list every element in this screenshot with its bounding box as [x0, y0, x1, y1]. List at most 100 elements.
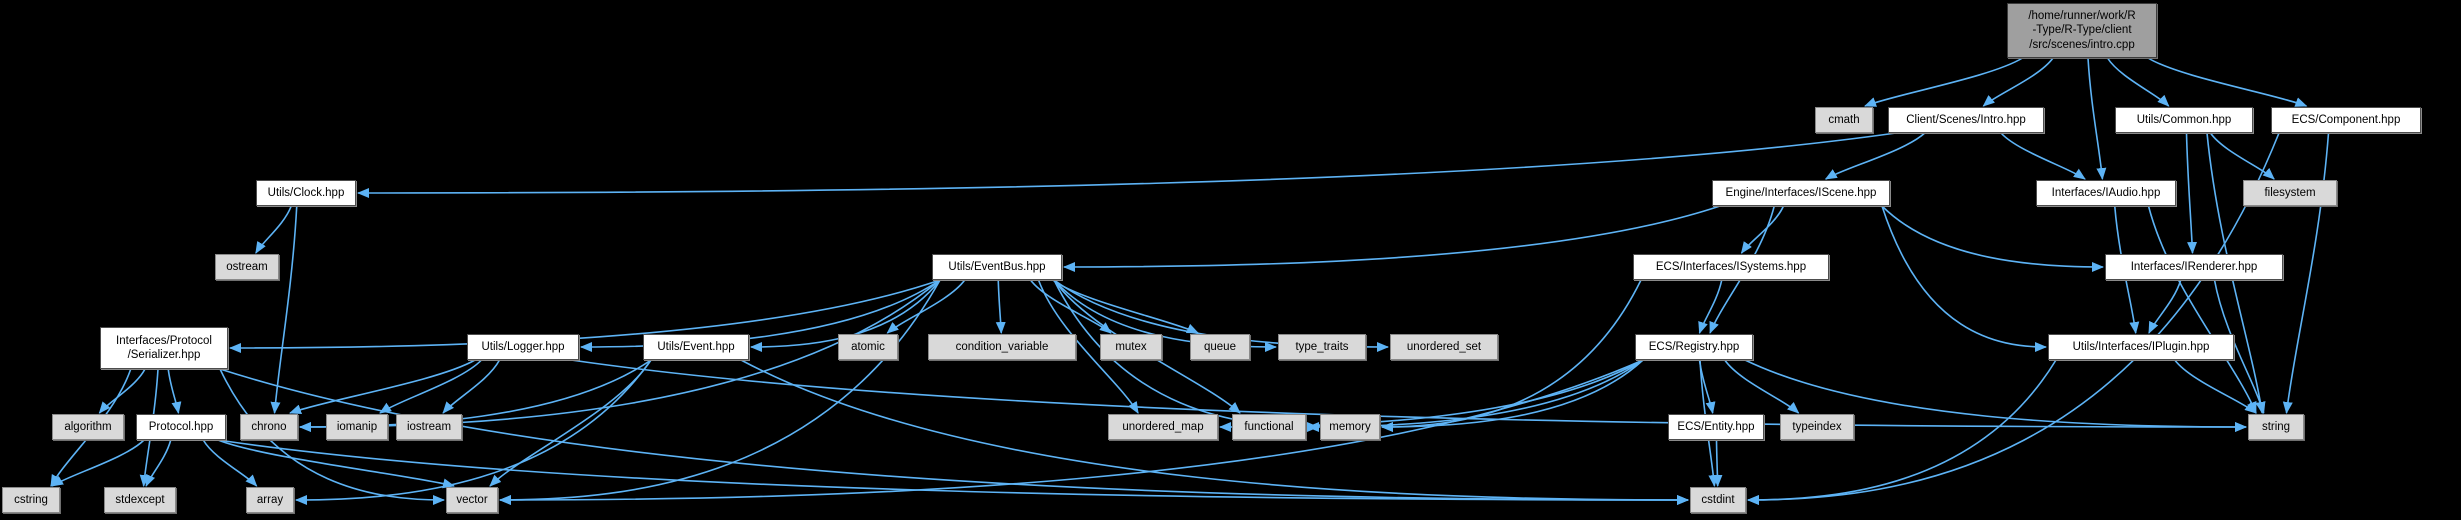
- node-label: condition_variable: [955, 340, 1049, 353]
- edge-logger-to-chrono: [289, 359, 476, 415]
- edge-root-to-iaudio: [2087, 57, 2107, 180]
- node-label: vector: [456, 493, 488, 506]
- node-cstring: cstring: [2, 487, 60, 513]
- node-iostream: iostream: [396, 414, 462, 440]
- edge-iplugin-to-cstdint: [1747, 359, 2057, 505]
- node-label: Utils/Event.hpp: [657, 340, 735, 353]
- node-irenderer[interactable]: Interfaces/IRenderer.hpp: [2105, 254, 2283, 280]
- node-label: Utils/Common.hpp: [2136, 113, 2232, 126]
- edge-root-to-component: [2147, 57, 2308, 107]
- edge-common-to-filesystem: [2209, 132, 2275, 180]
- node-stdexcept: stdexcept: [104, 487, 176, 513]
- edge-isystems-to-registry: [1698, 279, 1723, 334]
- node-label: -Type/R-Type/client: [2032, 24, 2132, 37]
- node-label: Utils/Interfaces/IPlugin.hpp: [2072, 340, 2210, 353]
- node-label: string: [2261, 420, 2291, 433]
- node-label: Utils/Clock.hpp: [267, 186, 345, 199]
- node-serializer[interactable]: Interfaces/Protocol/Serializer.hpp: [100, 327, 228, 369]
- edge-entity-to-cstdint: [1712, 439, 1723, 487]
- node-label: typeindex: [1792, 420, 1842, 433]
- node-label: memory: [1329, 420, 1371, 433]
- node-label: Utils/Logger.hpp: [481, 340, 565, 353]
- edge-irenderer-to-string: [2213, 279, 2266, 414]
- edge-event-to-array: [295, 359, 652, 505]
- node-atomic: atomic: [838, 334, 898, 360]
- edge-registry-to-typeindex: [1724, 359, 1800, 414]
- node-label: stdexcept: [115, 493, 165, 506]
- node-event[interactable]: Utils/Event.hpp: [643, 334, 749, 360]
- node-label: /Serializer.hpp: [127, 349, 201, 361]
- node-common[interactable]: Utils/Common.hpp: [2115, 107, 2253, 133]
- node-type-traits: type_traits: [1278, 334, 1366, 360]
- node-eventbus[interactable]: Utils/EventBus.hpp: [932, 254, 1062, 280]
- node-label: mutex: [1115, 340, 1147, 353]
- edge-eventbus-to-serializer: [229, 279, 941, 353]
- node-cmath: cmath: [1815, 107, 1873, 133]
- edge-iplugin-to-string: [2174, 359, 2257, 414]
- node-algorithm: algorithm: [52, 414, 124, 440]
- edge-serializer-to-protocol: [167, 368, 182, 414]
- node-isystems[interactable]: ECS/Interfaces/ISystems.hpp: [1633, 254, 1829, 280]
- node-clock[interactable]: Utils/Clock.hpp: [256, 180, 356, 206]
- node-label: unordered_map: [1122, 420, 1204, 433]
- edge-common-to-string: [2206, 132, 2266, 414]
- edge-root-to-intro-hpp: [1982, 57, 2054, 107]
- node-label: cmath: [1828, 113, 1860, 126]
- node-component[interactable]: ECS/Component.hpp: [2271, 107, 2421, 133]
- node-label: /src/scenes/intro.cpp: [2029, 38, 2135, 51]
- edge-eventbus-to-condition-variable: [995, 279, 1006, 334]
- edge-intro-hpp-to-iscene: [1824, 132, 1926, 180]
- node-iscene[interactable]: Engine/Interfaces/IScene.hpp: [1712, 180, 1890, 206]
- edge-protocol-to-array: [202, 439, 258, 487]
- node-cstdint: cstdint: [1690, 487, 1746, 513]
- node-ostream: ostream: [215, 254, 279, 280]
- node-logger[interactable]: Utils/Logger.hpp: [467, 334, 579, 360]
- node-registry[interactable]: ECS/Registry.hpp: [1635, 334, 1753, 360]
- node-label: ostream: [226, 260, 268, 273]
- node-label: ECS/Entity.hpp: [1677, 420, 1755, 433]
- node-label: cstdint: [1701, 493, 1735, 506]
- node-intro-hpp[interactable]: Client/Scenes/Intro.hpp: [1888, 107, 2044, 133]
- edge-component-to-string: [2282, 132, 2330, 414]
- node-iaudio[interactable]: Interfaces/IAudio.hpp: [2036, 180, 2176, 206]
- node-array: array: [246, 487, 294, 513]
- edge-logger-to-iostream: [442, 359, 501, 414]
- node-label: functional: [1244, 420, 1294, 433]
- node-label: ECS/Interfaces/ISystems.hpp: [1655, 260, 1807, 273]
- node-protocol[interactable]: Protocol.hpp: [136, 414, 226, 440]
- edge-protocol-to-cstdint: [217, 439, 1689, 505]
- node-label: queue: [1204, 340, 1236, 353]
- node-label: cstring: [14, 493, 48, 506]
- edge-common-to-irenderer: [2185, 132, 2198, 254]
- edge-intro-hpp-to-iaudio: [2000, 132, 2086, 180]
- node-label: Interfaces/IRenderer.hpp: [2130, 260, 2258, 273]
- node-label: array: [256, 493, 284, 506]
- node-label: chrono: [251, 420, 287, 433]
- edge-serializer-to-vector: [219, 368, 445, 505]
- node-label: Utils/EventBus.hpp: [948, 260, 1046, 273]
- node-label: unordered_set: [1406, 340, 1482, 353]
- node-label: type_traits: [1295, 340, 1349, 353]
- node-filesystem: filesystem: [2243, 180, 2337, 206]
- node-condition-variable: condition_variable: [928, 334, 1076, 360]
- node-queue: queue: [1190, 334, 1250, 360]
- node-label: Protocol.hpp: [148, 420, 214, 433]
- node-memory: memory: [1320, 414, 1380, 440]
- edge-clock-to-chrono: [270, 205, 298, 414]
- node-iplugin[interactable]: Utils/Interfaces/IPlugin.hpp: [2048, 334, 2234, 360]
- node-label: atomic: [851, 340, 885, 353]
- node-unordered-set: unordered_set: [1390, 334, 1498, 360]
- edge-iaudio-to-string: [2147, 205, 2257, 414]
- node-label: ECS/Component.hpp: [2291, 113, 2401, 126]
- edge-root-to-cmath: [1864, 57, 2023, 107]
- edge-protocol-to-stdexcept: [145, 439, 172, 487]
- node-unordered-map: unordered_map: [1108, 414, 1218, 440]
- node-label: /home/runner/work/R: [2028, 9, 2136, 22]
- node-label: algorithm: [64, 420, 112, 433]
- node-entity[interactable]: ECS/Entity.hpp: [1668, 414, 1764, 440]
- edge-clock-to-ostream: [255, 205, 292, 254]
- edge-eventbus-to-logger: [580, 279, 941, 352]
